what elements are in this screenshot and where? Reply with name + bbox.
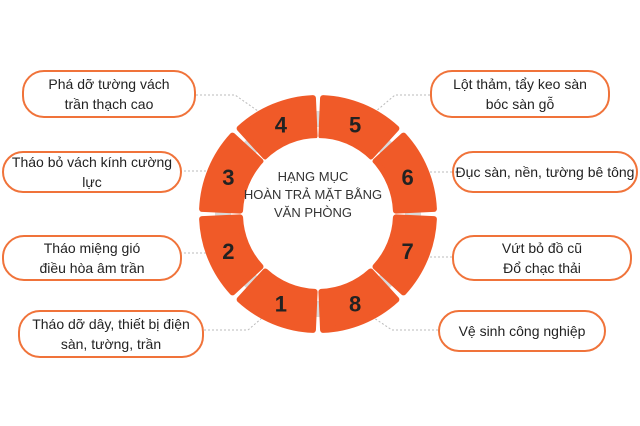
- outer-ring: [215, 111, 421, 317]
- segment-3-number: 3: [222, 165, 234, 190]
- item-5-label: Lột thảm, tẩy keo sàn bóc sàn gỗ: [430, 70, 610, 118]
- center-circle: [244, 138, 392, 286]
- connector-4: [196, 94, 269, 119]
- center-title: HẠNG MỤC HOÀN TRẢ MẶT BẰNG VĂN PHÒNG: [238, 168, 388, 222]
- segment-4-number: 4: [275, 112, 288, 137]
- segment-5: [318, 95, 400, 160]
- segment-3: [199, 132, 264, 214]
- segment-6: [372, 132, 437, 214]
- segment-8-number: 8: [349, 292, 361, 317]
- center-title-line3: VĂN PHÒNG: [273, 205, 352, 220]
- segment-1: [236, 268, 318, 333]
- center-title-line1: HẠNG MỤC: [277, 169, 349, 184]
- segment-6-number: 6: [401, 165, 413, 190]
- segment-5-number: 5: [349, 112, 361, 137]
- center-title-line2: HOÀN TRẢ MẶT BẰNG: [243, 187, 383, 202]
- segment-4: [236, 95, 318, 160]
- segment-7-number: 7: [401, 239, 413, 264]
- item-3-label: Tháo bỏ vách kính cường lực: [2, 151, 182, 193]
- item-4-label: Phá dỡ tường vách trần thạch cao: [22, 70, 196, 118]
- item-7-label: Vứt bỏ đồ cũ Đổ chạc thải: [452, 235, 632, 281]
- item-6-label: Đục sàn, nền, tường bê tông: [452, 151, 638, 193]
- connector-8: [373, 317, 438, 331]
- segment-8: [318, 268, 400, 333]
- segment-2: [199, 214, 264, 296]
- item-2-label: Tháo miệng gió điều hòa âm trần: [2, 235, 182, 281]
- item-1-label: Tháo dỡ dây, thiết bị điện sàn, tường, t…: [18, 310, 204, 358]
- segment-1-number: 1: [275, 292, 287, 317]
- item-8-label: Vệ sinh công nghiệp: [438, 310, 606, 352]
- segment-7: [372, 214, 437, 296]
- segment-2-number: 2: [222, 239, 234, 264]
- connector-1: [204, 317, 263, 331]
